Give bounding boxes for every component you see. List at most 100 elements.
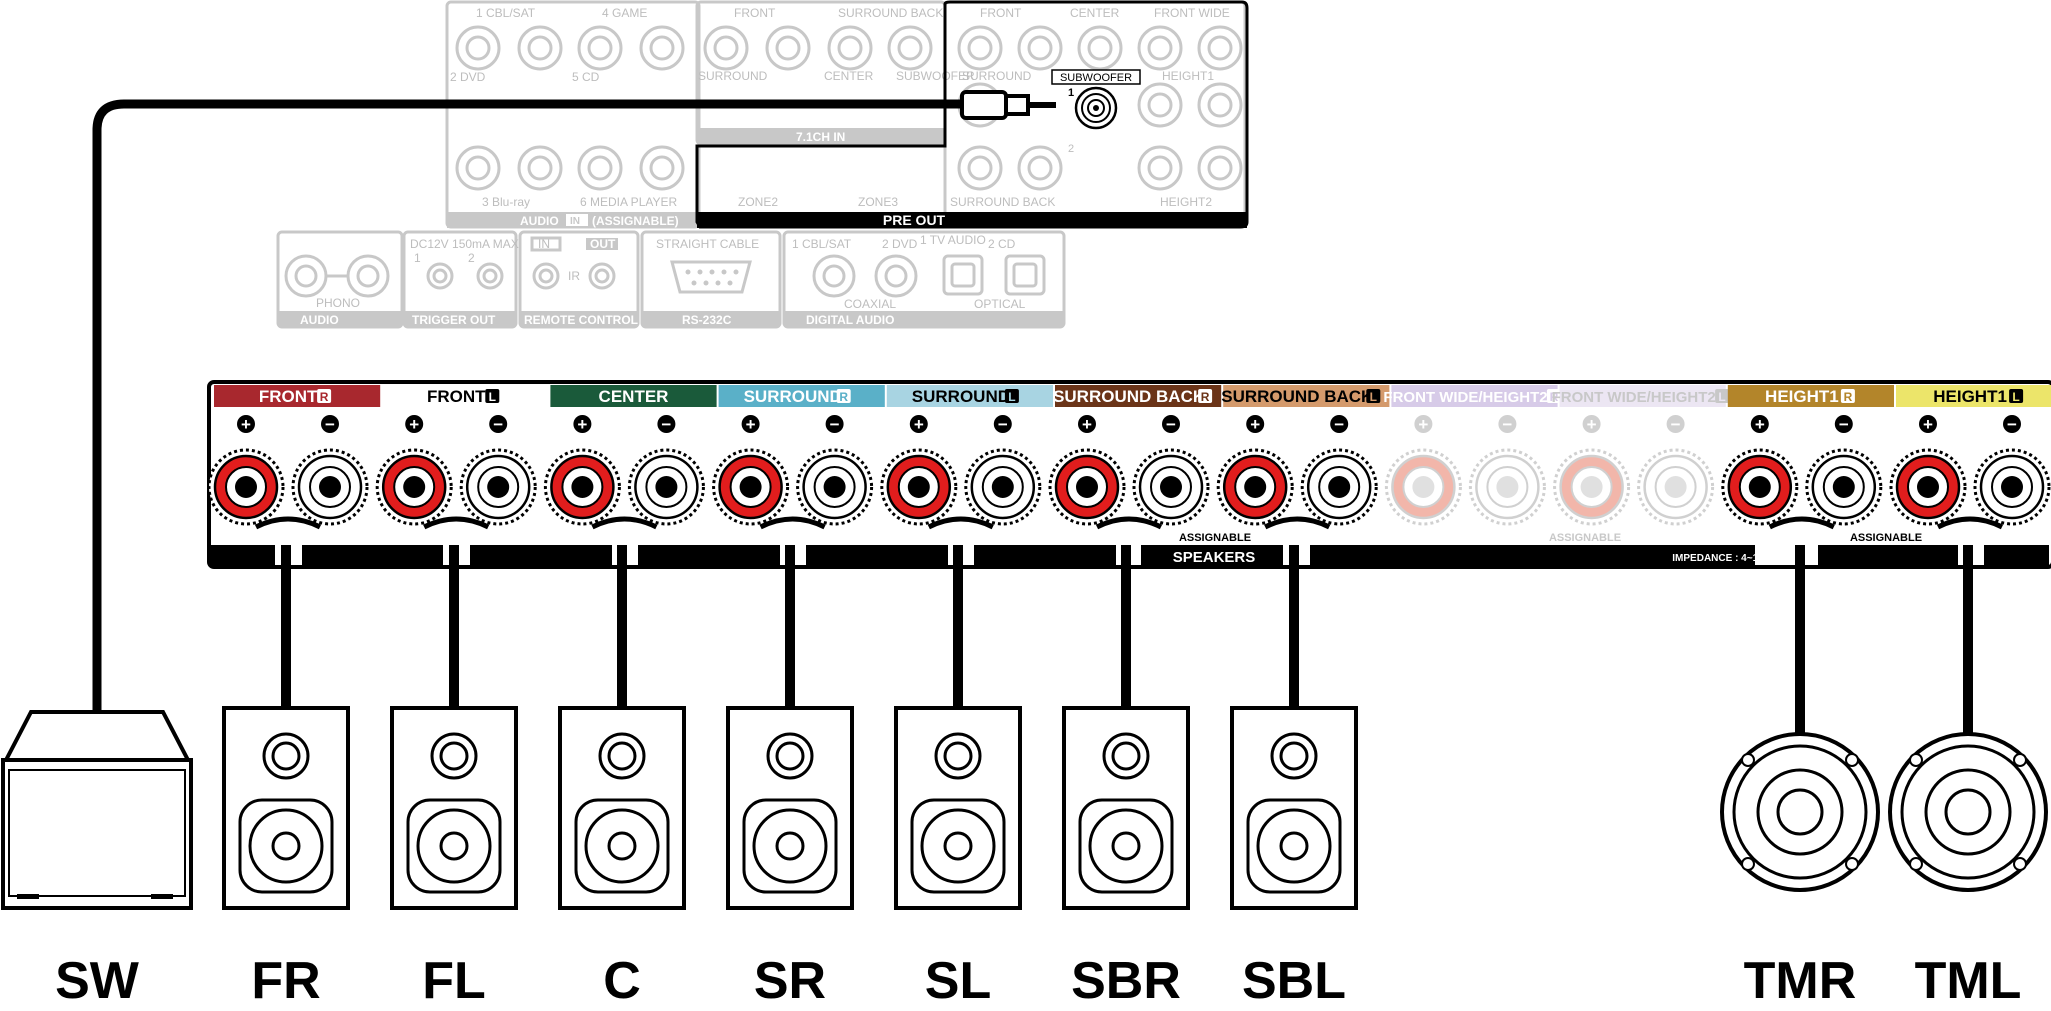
minus-sign-bg [2003,415,2021,433]
terminal-minus-height1-l[interactable] [1973,448,2051,526]
bottom-bar-segment [1310,545,1755,567]
minus-sign-bg [1330,415,1349,433]
minus-sign: − [1334,415,1344,434]
plus-sign: + [577,415,587,434]
speaker-label-fr: FR [251,952,320,1010]
terminal-minus-height1-r[interactable] [1805,448,1883,526]
audio-in-assignable: (ASSIGNABLE) [592,214,679,228]
terminal-plus-center[interactable] [543,448,621,526]
terminal-wire-bridge [1936,516,2004,530]
minus-sign: − [830,415,840,434]
preout-caption: PRE OUT [883,212,946,228]
plus-sign: + [1082,415,1092,434]
minus-sign: − [1166,415,1176,434]
minus-sign: − [493,415,503,434]
plus-sign: + [1587,415,1597,434]
assignable-front-wide: ASSIGNABLE [1549,532,1621,544]
minus-sign-bg [993,415,1012,433]
minus-sign: − [1502,415,1512,434]
terminal-plus-front-wide-height2-l[interactable] [1553,448,1631,526]
audio-in-badge: IN [570,216,580,227]
speaker-wires [281,545,1973,740]
preout-surround-label: SURROUND [962,69,1032,83]
minus-sign: − [2007,415,2017,434]
speaker-fl [390,706,518,910]
subwoofer-preout-jack[interactable]: SUBWOOFER 1 2 [1051,69,1141,155]
bottom-bar-segment [638,545,780,567]
minus-sign-bg [1666,415,1685,433]
terminal-minus-surround-back-r[interactable] [1132,448,1210,526]
in71-center-label: CENTER [824,69,874,83]
terminal-minus-front-wide-height2-r[interactable] [1468,448,1546,526]
terminal-minus-surround-back-l[interactable] [1300,448,1378,526]
bottom-bar-segment [1818,545,1958,567]
bottom-bar-segment [806,545,948,567]
channel-tab-label: HEIGHT1 [1933,387,2007,406]
plus-sign: + [746,415,756,434]
minus-sign-bg [489,415,508,433]
speaker-label-sl: SL [925,952,991,1010]
in71-surround-back-label: SURROUND BACK [838,6,943,20]
remote-out: OUT [590,237,616,251]
minus-sign-bg [657,415,676,433]
assignable-height1: ASSIGNABLE [1850,532,1922,544]
terminal-minus-center[interactable] [627,448,705,526]
in71-caption: 7.1CH IN [796,130,845,144]
minus-sign-bg [825,415,844,433]
terminal-plus-surround-l[interactable] [880,448,958,526]
terminal-wire-bridge [1264,516,1331,530]
terminal-plus-front-wide-height2-r[interactable] [1384,448,1462,526]
terminal-plus-front-l[interactable] [375,448,453,526]
terminal-minus-surround-r[interactable] [796,448,874,526]
preout-front-label: FRONT [980,6,1022,20]
channel-side-badge: R [320,390,329,404]
input-game-label: 4 GAME [602,6,647,20]
phono-block: AUDIO PHONO [276,230,404,329]
terminal-wire-bridge [759,516,826,530]
speaker-label-fl: FL [422,952,486,1010]
terminal-plus-surround-back-l[interactable] [1216,448,1294,526]
terminal-minus-front-l[interactable] [459,448,537,526]
plus-sign: + [1755,415,1765,434]
terminal-minus-surround-l[interactable] [964,448,1042,526]
channel-side-badge: R [1550,390,1559,404]
terminal-plus-surround-r[interactable] [712,448,790,526]
remote-ir: IR [568,269,580,283]
trigger-block: TRIGGER OUT DC12V 150mA MAX. 1 2 [402,230,522,329]
channel-tab-label: FRONT WIDE/HEIGHT2 [1383,389,1547,406]
in71-block: 7.1CH IN FRONT SURROUND BACK SURROUND CE… [695,0,975,146]
terminal-plus-height1-r[interactable] [1721,448,1799,526]
channel-side-badge: R [1844,390,1853,404]
preout-height1-label: HEIGHT1 [1162,69,1214,83]
terminal-minus-front-r[interactable] [291,448,369,526]
terminal-wire-bridge [423,516,490,530]
terminal-plus-height1-l[interactable] [1889,448,1967,526]
terminal-minus-front-wide-height2-l[interactable] [1637,448,1715,526]
phono-label: PHONO [316,296,360,310]
remote-in: IN [538,237,550,251]
minus-sign-bg [321,415,339,433]
speaker-label-sbr: SBR [1071,952,1181,1010]
rear-panel: AUDIO IN (ASSIGNABLE) 1 CBL/SAT 4 GAME 2… [276,0,1249,329]
speakers-caption: SPEAKERS [1173,549,1256,566]
channel-tab-center: CENTER [550,385,717,407]
terminal-plus-surround-back-r[interactable] [1048,448,1126,526]
dig-dvd: 2 DVD [882,237,918,251]
terminal-plus-front-r[interactable] [207,448,285,526]
rs232c-block: RS-232C STRAIGHT CABLE [640,230,782,329]
bottom-bar-segment [211,545,275,567]
channel-side-badge: L [489,390,496,404]
plus-sign-bg [1414,415,1433,433]
channel-tab-label: CENTER [599,387,669,406]
terminal-wire-bridge [1768,516,1835,530]
plus-sign-bg [1246,415,1265,433]
channel-tab-label: SURROUND [912,387,1010,406]
speaker-c [558,706,686,910]
subwoofer-1-label: 1 [1068,87,1074,99]
channel-tab-label: SURROUND BACK [1221,387,1374,406]
audio-in-caption: AUDIO [520,214,559,228]
